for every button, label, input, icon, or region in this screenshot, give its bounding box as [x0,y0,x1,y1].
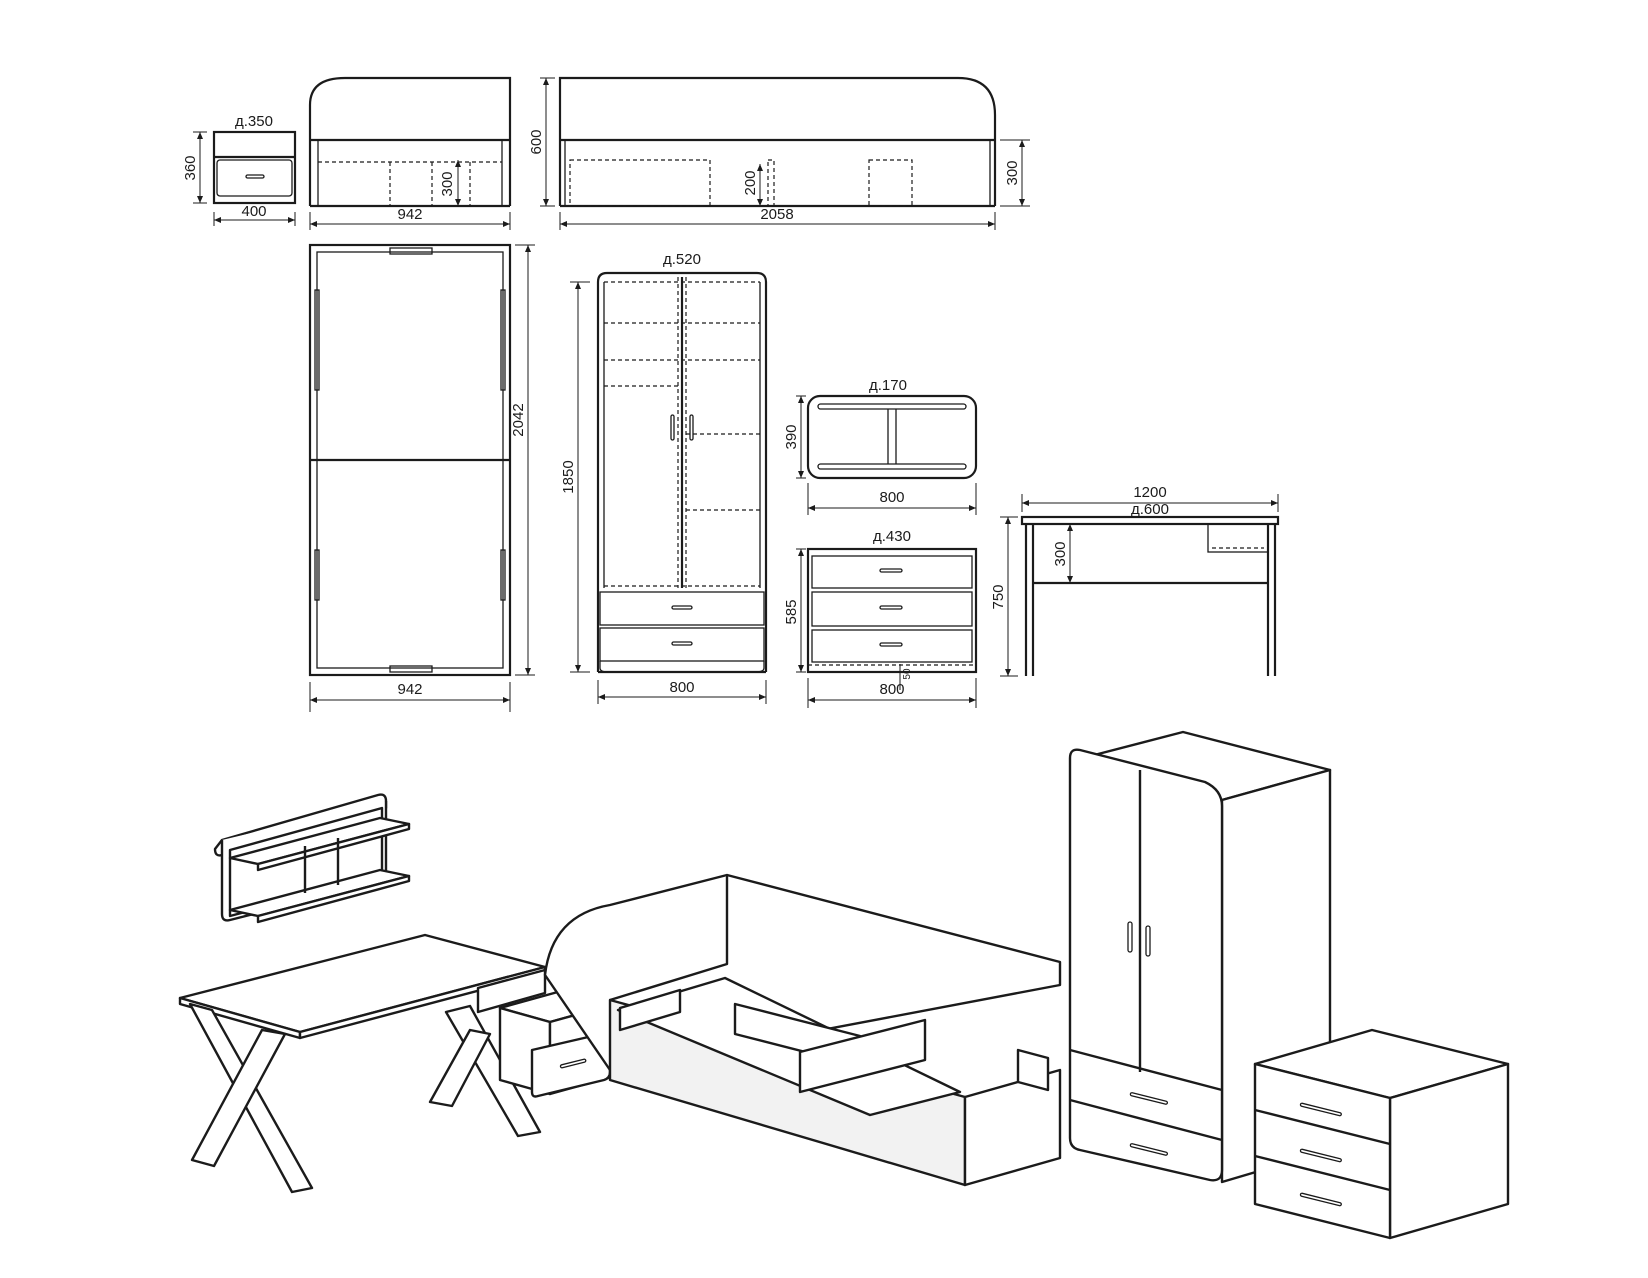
bed-isometric [543,873,1062,1187]
wardrobe-front-view: д.520 1850 800 [560,251,768,704]
dresser-plinth-label: 50 [902,668,913,680]
wardrobe-width-label: 800 [669,679,694,696]
wall-shelf-isometric [213,793,411,924]
bed-side-height-label: 600 [528,129,545,154]
bed-front-inner-height-label: 300 [439,171,456,196]
bed-top-view: 2042 942 [308,243,535,712]
dresser-depth-label: д.430 [873,528,911,545]
nightstand-front-view: д.350 400 360 [182,113,297,226]
nightstand-width-label: 400 [241,203,266,220]
desk-front-view: 1200 д.600 750 300 [990,484,1280,677]
desk-isometric [178,933,547,1194]
wardrobe-depth-label: д.520 [663,251,701,268]
desk-height-label: 750 [990,584,1007,609]
bed-side-length-label: 2058 [760,206,793,223]
desk-depth-label: д.600 [1131,501,1169,518]
shelf-depth-label: д.170 [869,377,907,394]
bed-top-width-label: 942 [397,681,422,698]
nightstand-depth-label: д.350 [235,113,273,130]
dresser-isometric [1253,1028,1510,1240]
shelf-width-label: 800 [879,489,904,506]
bed-side-view: 600 200 300 2058 [528,76,1030,230]
bed-side-drawer-height-label: 200 [742,170,759,195]
wall-shelf-front-view: д.170 390 800 [783,377,978,515]
shelf-height-label: 390 [783,424,800,449]
wardrobe-height-label: 1850 [560,460,577,493]
bed-front-view: 942 300 [308,76,512,230]
bed-side-base-height-label: 300 [1004,160,1021,185]
desk-drawer-height-label: 300 [1052,541,1069,566]
nightstand-height-label: 360 [182,155,199,180]
dresser-height-label: 585 [783,599,800,624]
bed-top-length-label: 2042 [510,403,527,436]
dresser-front-view: д.430 585 800 50 [783,528,978,708]
desk-width-label: 1200 [1133,484,1166,501]
dresser-width-label: 800 [879,681,904,698]
bed-front-width-label: 942 [397,206,422,223]
